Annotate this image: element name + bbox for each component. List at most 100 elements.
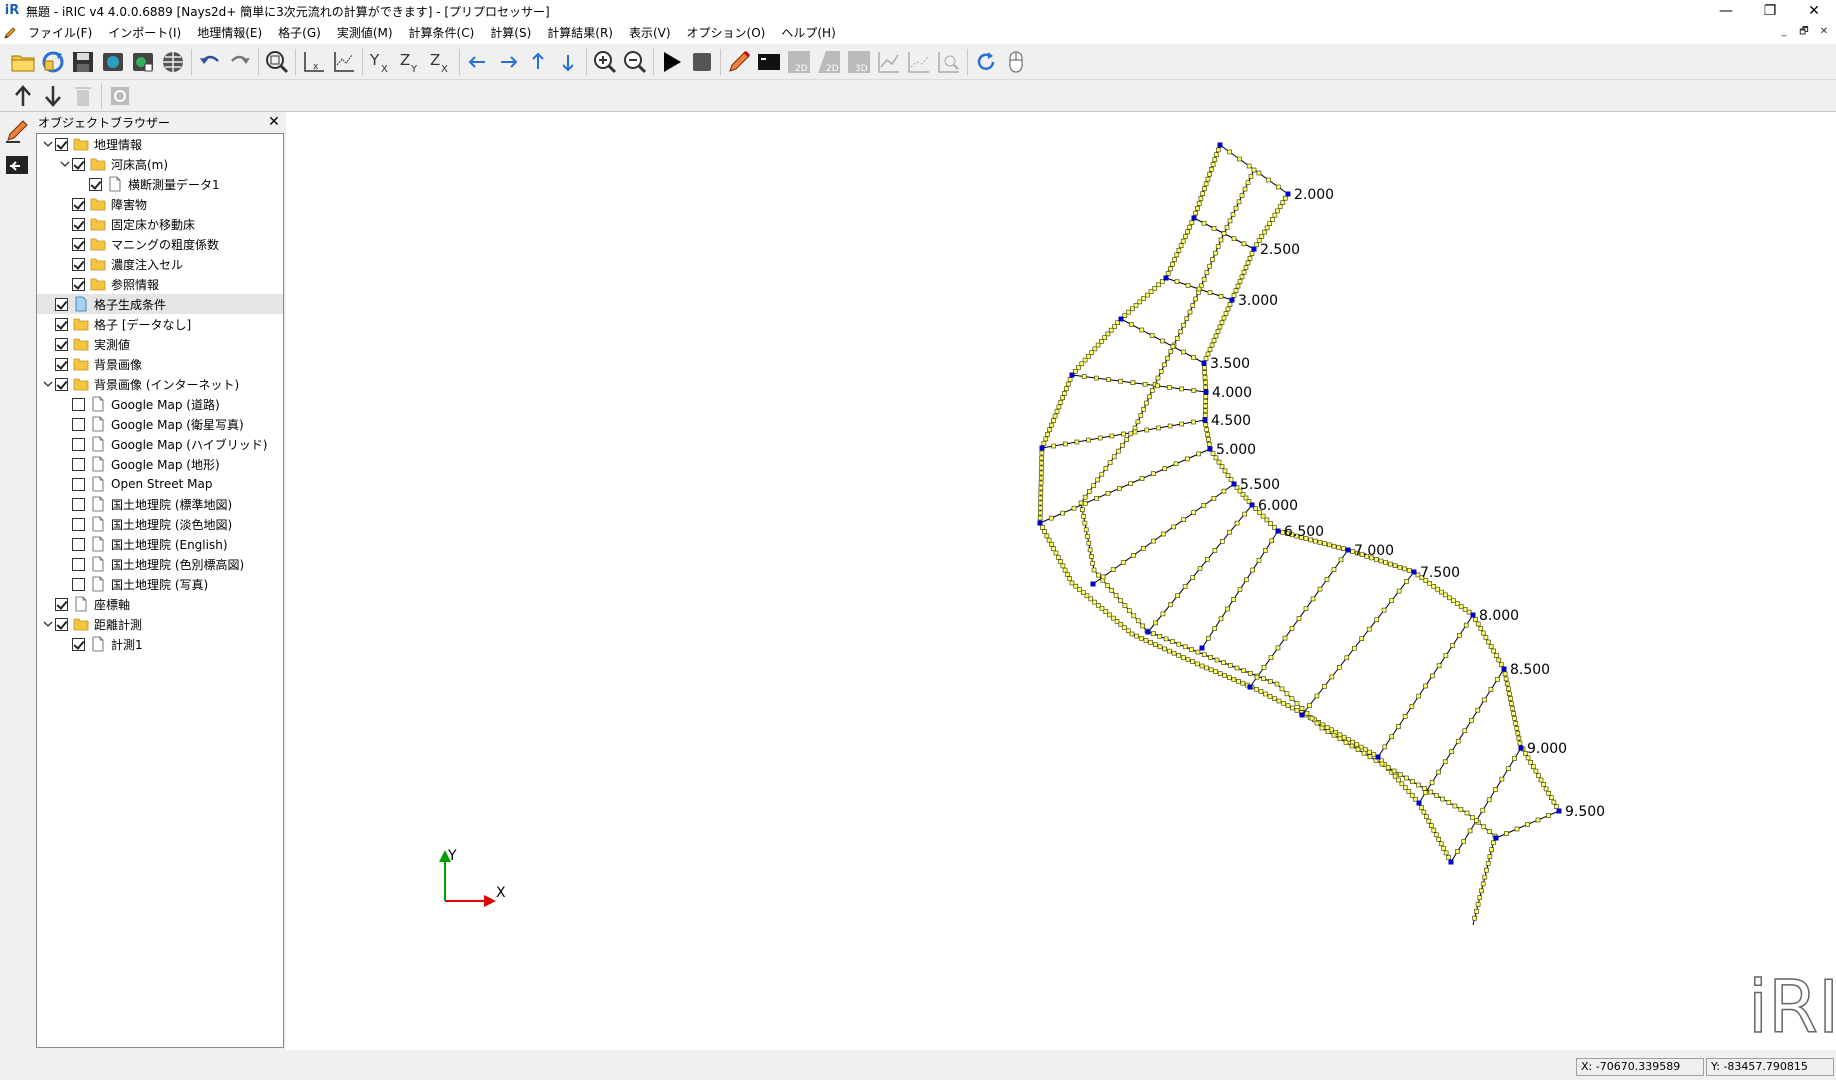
menu-item-3[interactable]: 格子(G) <box>278 26 321 40</box>
tree-checkbox[interactable] <box>72 557 85 571</box>
tree-checkbox[interactable] <box>72 157 85 171</box>
tree-checkbox[interactable] <box>72 257 85 271</box>
menu-item-4[interactable]: 実測値(M) <box>336 26 393 40</box>
save-icon[interactable] <box>68 47 98 77</box>
grid-control-point[interactable] <box>1448 859 1454 865</box>
move-down-icon[interactable] <box>38 81 68 111</box>
grid-control-point[interactable] <box>1251 246 1257 252</box>
tree-checkbox[interactable] <box>72 457 85 471</box>
tree-item[interactable]: 国土地理院 (写真) <box>37 574 283 594</box>
grid-control-point[interactable] <box>1191 215 1197 221</box>
menu-item-0[interactable]: ファイル(F) <box>28 26 93 40</box>
graph-zoom-icon[interactable] <box>934 47 964 77</box>
maximize-button[interactable]: ❐ <box>1763 3 1777 19</box>
grid-control-point[interactable] <box>1501 666 1507 672</box>
chart-view-icon[interactable] <box>329 47 359 77</box>
tree-checkbox[interactable] <box>72 417 85 431</box>
post-2d-bird-icon[interactable]: 2D <box>814 47 844 77</box>
zoom-fit-icon[interactable] <box>262 47 292 77</box>
grid-control-point[interactable] <box>1247 684 1253 690</box>
menu-item-9[interactable]: オプション(O) <box>686 26 766 40</box>
grid-control-point[interactable] <box>1090 581 1096 587</box>
object-browser-close-icon[interactable]: ✕ <box>268 114 280 130</box>
tree-item[interactable]: Google Map (衛星写真) <box>37 414 283 434</box>
stop-icon[interactable] <box>687 47 717 77</box>
console-icon[interactable] <box>754 47 784 77</box>
grid-control-point[interactable] <box>1201 360 1207 366</box>
grid-control-point[interactable] <box>1375 754 1381 760</box>
tree-item[interactable]: 背景画像 <box>37 354 283 374</box>
tree-checkbox[interactable] <box>72 237 85 251</box>
tree-item[interactable]: 格子生成条件 <box>37 294 283 314</box>
reload-icon[interactable] <box>38 47 68 77</box>
tree-checkbox[interactable] <box>72 537 85 551</box>
post-3d-icon[interactable]: 3D <box>844 47 874 77</box>
mdi-close-button[interactable]: ✕ <box>1819 26 1829 37</box>
globe-icon[interactable] <box>158 47 188 77</box>
refresh-icon[interactable] <box>971 47 1001 77</box>
edit-pencil-icon[interactable] <box>724 47 754 77</box>
tree-item[interactable]: マニングの粗度係数 <box>37 234 283 254</box>
chevron-down-icon[interactable] <box>58 154 72 174</box>
tree-item[interactable]: 河床高(m) <box>37 154 283 174</box>
grid-control-point[interactable] <box>1285 191 1291 197</box>
run-icon[interactable] <box>657 47 687 77</box>
grid-control-point[interactable] <box>1037 520 1043 526</box>
move-up-icon[interactable] <box>8 81 38 111</box>
tree-item[interactable]: 国土地理院 (標準地図) <box>37 494 283 514</box>
tree-item[interactable]: 固定床か移動床 <box>37 214 283 234</box>
tree-item[interactable]: 参照情報 <box>37 274 283 294</box>
close-button[interactable]: ✕ <box>1808 3 1820 19</box>
tree-checkbox[interactable] <box>55 597 68 611</box>
tree-item[interactable]: 国土地理院 (色別標高図) <box>37 554 283 574</box>
chevron-down-icon[interactable] <box>41 134 55 154</box>
grid-control-point[interactable] <box>1199 645 1205 651</box>
scatter-graph-icon[interactable] <box>904 47 934 77</box>
tree-item[interactable]: Open Street Map <box>37 474 283 494</box>
tree-item[interactable]: 障害物 <box>37 194 283 214</box>
tree-checkbox[interactable] <box>72 477 85 491</box>
mdi-restore-button[interactable]: 🗗 <box>1799 26 1809 37</box>
grid-control-point[interactable] <box>1299 712 1305 718</box>
grid-control-point[interactable] <box>1470 612 1476 618</box>
menu-item-5[interactable]: 計算条件(C) <box>408 26 475 40</box>
grid-control-point[interactable] <box>1039 445 1045 451</box>
menu-item-7[interactable]: 計算結果(R) <box>547 26 613 40</box>
menu-item-8[interactable]: 表示(V) <box>628 26 671 40</box>
grid-control-point[interactable] <box>1229 297 1235 303</box>
trash-icon[interactable] <box>68 81 98 111</box>
tree-checkbox[interactable] <box>55 337 68 351</box>
tree-item[interactable]: 座標軸 <box>37 594 283 614</box>
grid-control-point[interactable] <box>1231 481 1237 487</box>
tree-item[interactable]: 背景画像 (インターネット) <box>37 374 283 394</box>
grid-creation-svg[interactable]: 2.0002.5003.0003.5004.0004.5005.0005.500… <box>288 112 1836 1050</box>
tree-checkbox[interactable] <box>55 297 68 311</box>
x-axis-view-icon[interactable]: x <box>299 47 329 77</box>
grid-control-point[interactable] <box>1249 502 1255 508</box>
menu-item-2[interactable]: 地理情報(E) <box>197 26 263 40</box>
tree-checkbox[interactable] <box>55 617 68 631</box>
mdi-minimize-button[interactable]: _ <box>1781 26 1787 37</box>
grid-control-point[interactable] <box>1145 629 1151 635</box>
edit-tool-icon[interactable] <box>2 116 32 146</box>
properties-icon[interactable] <box>105 81 135 111</box>
snapshot-color-icon[interactable] <box>128 47 158 77</box>
window-tool-icon[interactable] <box>2 150 32 180</box>
snapshot-icon[interactable] <box>98 47 128 77</box>
tree-item[interactable]: Google Map (ハイブリッド) <box>37 434 283 454</box>
arrow-right-icon[interactable] <box>493 47 523 77</box>
tree-checkbox[interactable] <box>72 217 85 231</box>
redo-icon[interactable] <box>225 47 255 77</box>
tree-checkbox[interactable] <box>72 197 85 211</box>
grid-control-point[interactable] <box>1203 389 1209 395</box>
grid-control-point[interactable] <box>1493 835 1499 841</box>
tree-item[interactable]: Google Map (地形) <box>37 454 283 474</box>
post-2d-icon[interactable]: 2D <box>784 47 814 77</box>
grid-control-point[interactable] <box>1069 372 1075 378</box>
arrow-left-icon[interactable] <box>463 47 493 77</box>
grid-control-point[interactable] <box>1202 417 1208 423</box>
chevron-down-icon[interactable] <box>41 614 55 634</box>
